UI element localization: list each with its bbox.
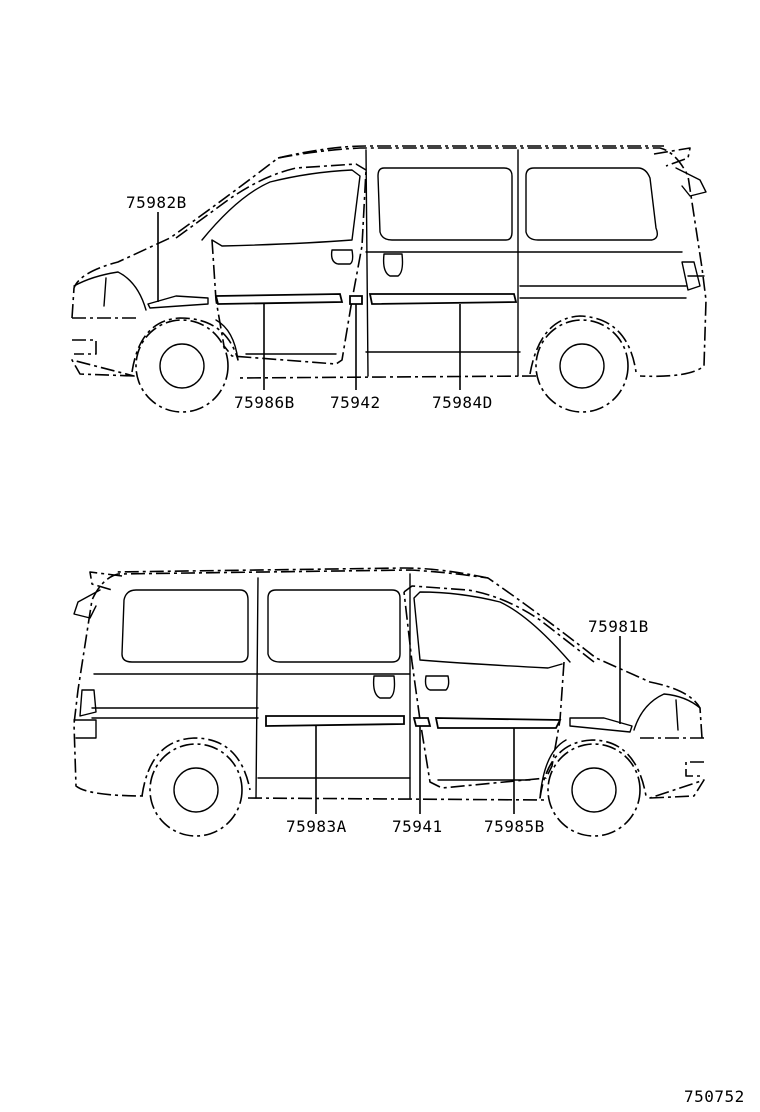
callout-75981B: 75981B: [588, 617, 649, 636]
callout-75941: 75941: [392, 817, 443, 836]
van-left-side-view: [73, 567, 705, 837]
callout-75942: 75942: [330, 393, 381, 412]
figure-number: 750752: [684, 1087, 745, 1106]
callout-75982B: 75982B: [126, 193, 187, 212]
callout-75986B: 75986B: [234, 393, 295, 412]
callout-75983A: 75983A: [286, 817, 347, 836]
van-right-side-view: [71, 145, 707, 413]
callout-75984D: 75984D: [432, 393, 493, 412]
callout-75985B: 75985B: [484, 817, 545, 836]
